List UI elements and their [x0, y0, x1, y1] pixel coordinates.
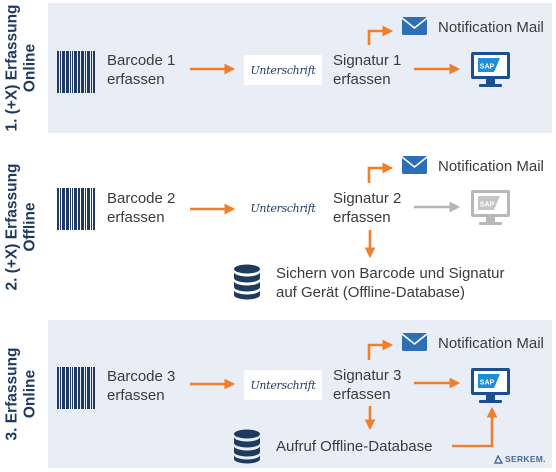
barcode-text-line1: Barcode 2 [107, 190, 176, 207]
barcode-stripe [65, 367, 67, 409]
barcode-stripe [82, 51, 85, 93]
barcode-text-line1: Barcode 1 [107, 52, 176, 69]
serkem-logo: SERKEM. [493, 453, 546, 464]
signatur-text-line2: erfassen [333, 386, 391, 403]
barcode-stripe [57, 367, 59, 409]
barcode-stripe [85, 367, 87, 409]
band-2-offline: 2. (+X) Erfassung Offline [0, 142, 556, 312]
barcode-stripe [72, 51, 74, 93]
band-label: 1. (+X) Erfassung Online [4, 4, 40, 131]
barcode-stripe [67, 367, 70, 409]
band-label-line1: 2. (+X) Erfassung [4, 163, 21, 291]
barcode-stripe [90, 367, 92, 409]
barcode-stripe [73, 367, 77, 409]
band-label-wrap: 2. (+X) Erfassung Offline [0, 142, 44, 312]
barcode-stripe [77, 51, 80, 93]
barcode-stripe [70, 51, 72, 93]
band-label-line1: 1. (+X) Erfassung [4, 4, 21, 132]
barcode-stripe [80, 51, 82, 93]
barcode-stripe [72, 188, 74, 230]
signatur-text-line1: Signatur 3 [333, 367, 402, 384]
barcode-stripe [65, 51, 67, 93]
barcode-stripe [67, 188, 70, 230]
barcode-stripe [90, 188, 92, 230]
barcode-stripe [61, 188, 65, 230]
band-label-wrap: 3. Erfassung Online [0, 320, 44, 468]
barcode-stripe [70, 188, 72, 230]
barcode-stripe [61, 51, 65, 93]
barcode-stripe [59, 51, 61, 93]
band-label-line2: Offline [22, 202, 39, 252]
barcode-stripe [61, 367, 65, 409]
notification-mail-label: Notification Mail [438, 335, 544, 352]
barcode-stripe [73, 188, 77, 230]
logo-icon [493, 453, 504, 464]
signature-icon: Unterschrift [244, 55, 322, 85]
notification-mail-label: Notification Mail [438, 19, 544, 36]
barcode-stripe [59, 367, 61, 409]
barcode-stripe [87, 188, 91, 230]
barcode-stripe [87, 51, 91, 93]
barcode-stripe [72, 367, 74, 409]
signature-script: Unterschrift [250, 201, 316, 215]
barcode-text-line2: erfassen [107, 387, 165, 404]
barcode-text-line1: Barcode 3 [107, 368, 176, 385]
barcode-stripe [90, 51, 92, 93]
band-label-wrap: 1. (+X) Erfassung Online [0, 3, 44, 133]
barcode-stripe [92, 367, 95, 409]
signatur-text-line2: erfassen [333, 209, 391, 226]
barcode-stripe [70, 367, 72, 409]
barcode-stripe [92, 188, 95, 230]
barcode-stripe [57, 51, 59, 93]
barcode-stripe [77, 367, 80, 409]
band-label: 2. (+X) Erfassung Offline [4, 163, 40, 290]
notification-mail-label: Notification Mail [438, 158, 544, 175]
signature-icon: Unterschrift [244, 370, 322, 400]
signature-script: Unterschrift [250, 378, 316, 392]
barcode-stripe [67, 51, 70, 93]
barcode-icon [57, 51, 95, 93]
signature-script: Unterschrift [250, 63, 316, 77]
barcode-text-line2: erfassen [107, 209, 165, 226]
band-label-line1: 3. Erfassung [4, 347, 21, 441]
barcode-stripe [85, 51, 87, 93]
database-text-line1: Sichern von Barcode und Signatur [276, 265, 505, 282]
barcode-stripe [80, 188, 82, 230]
signatur-text-line1: Signatur 1 [333, 52, 402, 69]
logo-text: SERKEM. [505, 454, 546, 464]
barcode-stripe [73, 51, 77, 93]
barcode-stripe [65, 188, 67, 230]
signatur-text-line2: erfassen [333, 71, 391, 88]
barcode-stripe [92, 51, 95, 93]
barcode-stripe [59, 188, 61, 230]
barcode-text-line2: erfassen [107, 71, 165, 88]
band-label: 3. Erfassung Online [4, 347, 40, 440]
database-call-label: Aufruf Offline-Database [276, 438, 433, 455]
barcode-icon [57, 188, 95, 230]
barcode-icon [57, 367, 95, 409]
barcode-stripe [85, 188, 87, 230]
database-text-line2: auf Gerät (Offline-Database) [276, 284, 465, 301]
barcode-stripe [82, 188, 85, 230]
signatur-text-line1: Signatur 2 [333, 190, 402, 207]
band-panel [48, 142, 552, 312]
barcode-stripe [77, 188, 80, 230]
band-label-line2: Online [22, 369, 39, 419]
barcode-stripe [87, 367, 91, 409]
signature-icon: Unterschrift [244, 193, 322, 223]
barcode-stripe [82, 367, 85, 409]
barcode-stripe [80, 367, 82, 409]
band-label-line2: Online [22, 43, 39, 93]
barcode-stripe [57, 188, 59, 230]
